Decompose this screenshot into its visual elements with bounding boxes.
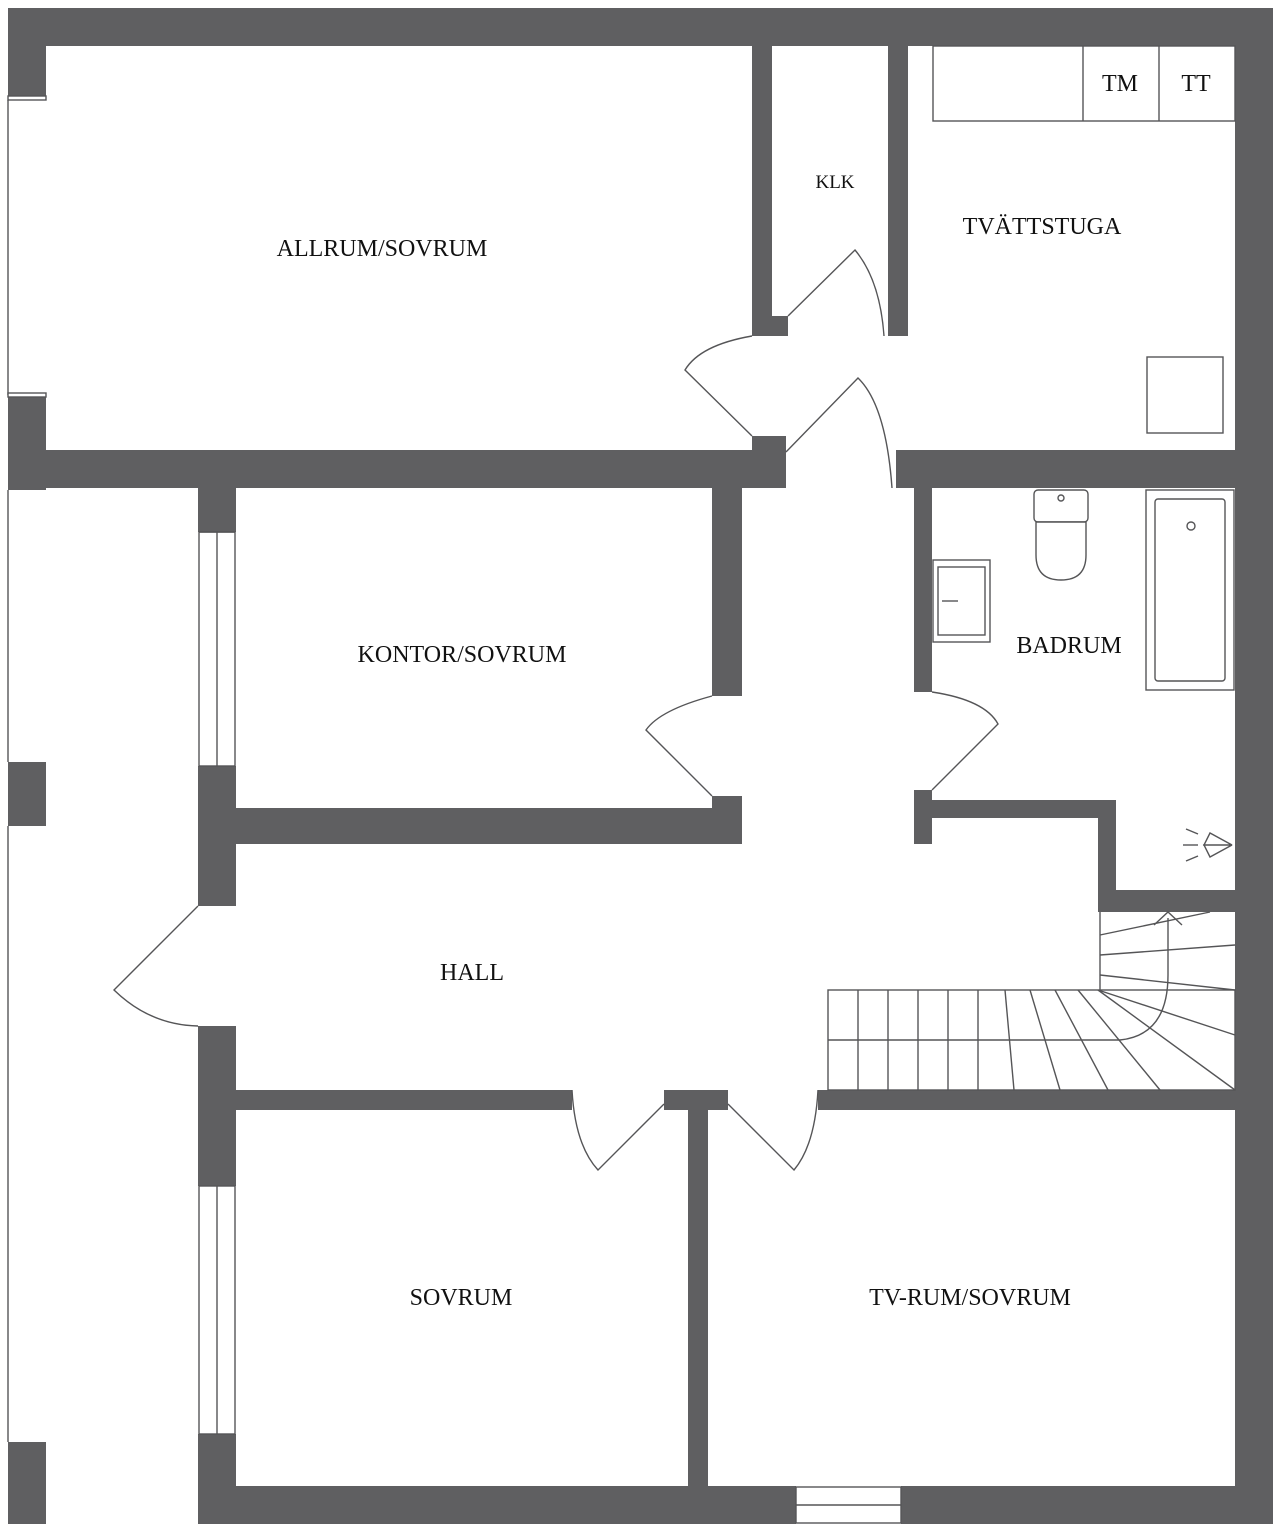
room-label-badrum: BADRUM bbox=[1016, 633, 1121, 659]
wall-bad-bottom bbox=[932, 800, 1116, 818]
room-label-hall: HALL bbox=[440, 960, 504, 986]
stair-tread bbox=[1004, 989, 1015, 1091]
walls bbox=[8, 8, 1273, 1524]
doors bbox=[113, 248, 999, 1172]
door-sovrum bbox=[571, 1089, 665, 1172]
door-tvrum bbox=[727, 1089, 819, 1172]
wall-bad-left-b bbox=[914, 790, 932, 844]
windows bbox=[7, 95, 902, 1524]
stair-arrow-icon bbox=[1153, 911, 1183, 926]
bathtub-icon bbox=[1145, 489, 1235, 691]
stair-tread bbox=[1097, 989, 1236, 1091]
room-label-allrum: ALLRUM/SOVRUM bbox=[277, 236, 488, 262]
wall-hall-bottom-b bbox=[664, 1090, 728, 1110]
wall-inner-left-d bbox=[198, 1434, 236, 1524]
wall-allrum-right-b bbox=[752, 436, 772, 452]
wall-bedroom-divider bbox=[688, 1110, 708, 1486]
wall-inner-left-a bbox=[198, 488, 236, 532]
wall-bad-left-a bbox=[914, 488, 932, 692]
wall-left-upper-a bbox=[8, 8, 46, 100]
wall-kontor-bottom bbox=[236, 808, 742, 844]
wall-bad-stub bbox=[1098, 800, 1116, 894]
wall-tvatt-bottom bbox=[896, 450, 1273, 488]
wall-bottom-right bbox=[901, 1486, 1273, 1524]
staircase bbox=[827, 911, 1236, 1091]
wall-left-pier bbox=[8, 762, 46, 826]
fixtures bbox=[932, 45, 1236, 862]
laundry-counter bbox=[932, 45, 1236, 122]
wall-hall-bottom-a bbox=[236, 1090, 572, 1110]
door-entrance bbox=[113, 905, 199, 1027]
wall-klk-stub bbox=[772, 316, 788, 336]
washbasin-icon bbox=[932, 559, 991, 643]
wall-inner-left-c bbox=[198, 1026, 236, 1186]
door-klk bbox=[787, 248, 885, 337]
wall-klk-right bbox=[888, 46, 908, 336]
laundry-sink bbox=[1146, 356, 1224, 434]
room-label-sovrum: SOVRUM bbox=[410, 1285, 513, 1311]
wall-kontor-right-a bbox=[712, 488, 742, 696]
room-label-kontor: KONTOR/SOVRUM bbox=[358, 642, 567, 668]
door-kontor bbox=[645, 695, 713, 797]
appliance-label-tt: TT bbox=[1181, 71, 1211, 97]
wall-hall-bottom-c bbox=[818, 1090, 1235, 1110]
room-label-tvrum: TV-RUM/SOVRUM bbox=[869, 1285, 1071, 1311]
window-allrum-sill-top bbox=[7, 95, 47, 101]
window-allrum-sill-bottom bbox=[7, 392, 47, 398]
wall-stair-top bbox=[1098, 890, 1235, 912]
wall-top bbox=[8, 8, 1273, 46]
wall-allrum-right-a bbox=[752, 46, 772, 336]
wall-left-bottom bbox=[8, 1442, 46, 1524]
wall-allrum-bottom bbox=[8, 450, 786, 488]
door-allrum bbox=[684, 335, 753, 437]
stair-walk-line bbox=[1020, 918, 1169, 1041]
stair-tread bbox=[1097, 989, 1236, 1036]
door-badrum bbox=[931, 691, 999, 791]
lamp-icon bbox=[1183, 828, 1233, 862]
toilet-icon bbox=[1033, 489, 1089, 581]
room-label-klk: KLK bbox=[815, 172, 854, 193]
wall-inner-left-b bbox=[198, 766, 236, 906]
room-label-tvattstuga: TVÄTTSTUGA bbox=[963, 214, 1122, 240]
wall-bottom-left bbox=[198, 1486, 796, 1524]
room-labels: ALLRUM/SOVRUM KLK TVÄTTSTUGA TM TT KONTO… bbox=[277, 71, 1211, 1311]
wall-corridor-post bbox=[770, 436, 786, 488]
door-tvattstuga bbox=[785, 377, 893, 489]
appliance-label-tm: TM bbox=[1102, 71, 1138, 97]
wall-right bbox=[1235, 8, 1273, 1524]
